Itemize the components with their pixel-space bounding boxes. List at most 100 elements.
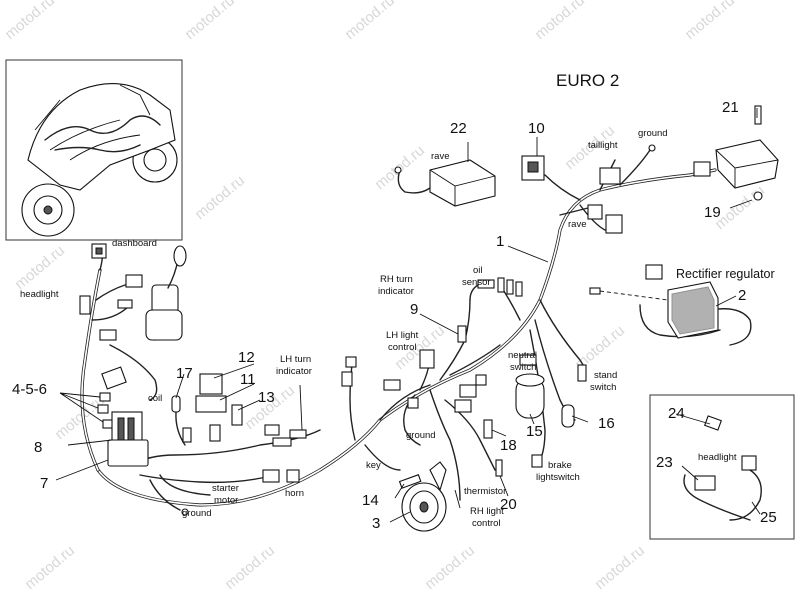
label-dashboard: dashboard [112, 238, 157, 249]
switch-icon [515, 373, 545, 419]
callouts: 1 2 3 4-5-6 7 8 9 10 11 12 13 14 15 16 1… [12, 99, 777, 532]
motorcycle-icon [21, 83, 178, 237]
label-headlight: headlight [20, 289, 59, 300]
callout-18: 18 [500, 437, 517, 454]
connector-icon [483, 419, 493, 439]
connector-icon [599, 167, 621, 185]
horn-icon [401, 461, 447, 532]
motorcycle-inset [5, 59, 183, 241]
label-ground-top: ground [638, 128, 668, 139]
control-unit-icon [693, 105, 779, 201]
rh-turn-connector-icon [477, 279, 495, 289]
headlight-wire [729, 469, 762, 521]
label-stand-2: switch [590, 382, 616, 393]
label-neutral-2: switch [510, 362, 536, 373]
taillight-connector-icon [521, 155, 545, 181]
stand-switch-connector-icon [561, 364, 587, 428]
connector-icon [704, 415, 722, 431]
relay-icon [107, 411, 149, 467]
key-connector-icon [341, 356, 357, 387]
callout-22: 22 [450, 120, 467, 137]
callout-10: 10 [528, 120, 545, 137]
label-ground-mid: ground [406, 430, 436, 441]
callout-13: 13 [258, 389, 275, 406]
rave-connector-icon [587, 204, 623, 234]
fuse-icon [97, 392, 114, 429]
callout-4-5-6: 4-5-6 [12, 381, 47, 398]
label-rh-turn-1: RH turn [380, 274, 413, 285]
headlight-connector-icon [79, 295, 91, 315]
callout-16: 16 [598, 415, 615, 432]
watermark: motod.ru [12, 242, 68, 293]
light-control-connector-icon [457, 325, 467, 343]
callout-17: 17 [176, 365, 193, 382]
label-horn: horn [285, 488, 304, 499]
ground-terminal-icon [648, 144, 656, 152]
watermark: motod.ru [532, 0, 588, 43]
callout-11: 11 [240, 371, 256, 388]
label-rave-top: rave [431, 151, 449, 162]
dashboard-connector-icon [91, 243, 107, 259]
label-ground-bottom: ground [182, 508, 212, 519]
callout-23: 23 [656, 454, 673, 471]
label-rectifier: Rectifier regulator [676, 267, 775, 281]
label-neutral-1: neutral [508, 350, 537, 361]
leader-lines [55, 108, 761, 523]
label-key: key [366, 460, 381, 471]
connector-icon [231, 404, 280, 436]
label-oil-2: sensor [462, 277, 491, 288]
callout-25: 25 [760, 509, 777, 526]
label-starter-2: motor [214, 495, 238, 506]
bolt-icon [398, 474, 422, 489]
callout-15: 15 [526, 423, 543, 440]
main-harness [80, 149, 752, 511]
callout-12: 12 [238, 349, 255, 366]
callout-3: 3 [372, 515, 380, 532]
label-rh-turn-2: indicator [378, 286, 414, 297]
rectifier-regulator-icon [589, 264, 719, 339]
watermark: motod.ru [222, 542, 278, 593]
label-oil-1: oil [473, 265, 483, 276]
neutral-switch-connector-icon [519, 354, 537, 366]
watermark: motod.ru [682, 0, 738, 43]
callout-21: 21 [722, 99, 739, 116]
callout-7: 7 [40, 475, 48, 492]
callout-9: 9 [410, 301, 418, 318]
connector-icon [262, 469, 300, 483]
label-rh-light-1: RH light [470, 506, 504, 517]
sensor-icon [171, 395, 192, 446]
callout-24: 24 [668, 405, 685, 422]
callout-19: 19 [704, 204, 721, 221]
label-brake-2: lightswitch [536, 472, 580, 483]
label-lh-light-2: control [388, 342, 417, 353]
watermark: motod.ru [22, 542, 78, 593]
label-inset-headlight: headlight [698, 452, 737, 463]
headlight-connector-icon [694, 475, 716, 491]
oil-sensor-connector-icon [497, 277, 523, 297]
rave-unit-icon [394, 159, 496, 207]
connector-icon [99, 274, 143, 341]
relay-icon [195, 373, 227, 442]
callout-14: 14 [362, 492, 379, 509]
label-lh-light-1: LH light [386, 330, 419, 341]
brake-switch-icon [531, 454, 543, 468]
headlight-wire [683, 474, 751, 521]
callout-2: 2 [738, 287, 746, 304]
watermark: motod.ru [2, 0, 58, 43]
watermark: motod.ru [422, 542, 478, 593]
label-stand-1: stand [594, 370, 617, 381]
headlight-connector-icon [741, 455, 757, 471]
text-labels: dashboard headlight coil LH turn indicat… [20, 128, 775, 529]
connector-icon [101, 366, 127, 390]
watermark: motod.ru [182, 0, 238, 43]
inset-frame [649, 394, 795, 540]
label-rave-mid: rave [568, 219, 586, 230]
label-starter-1: starter [212, 483, 239, 494]
label-rh-light-2: control [472, 518, 501, 529]
label-lh-turn-2: indicator [276, 366, 312, 377]
label-brake-1: brake [548, 460, 572, 471]
label-taillight: taillight [588, 140, 618, 151]
watermark: motod.ru [592, 542, 648, 593]
